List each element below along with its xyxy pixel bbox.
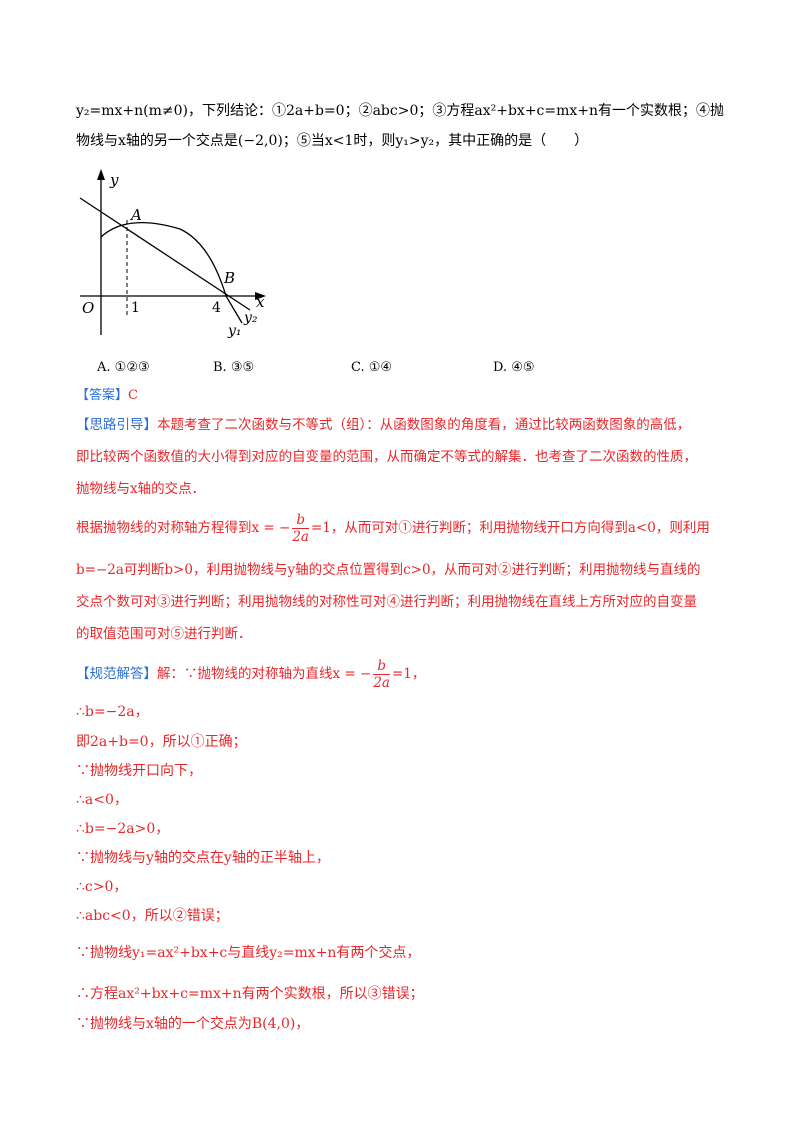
parabola-y1: [100, 221, 243, 324]
answer-tag: 【答案】: [76, 388, 129, 403]
analysis-line-2: 即比较两个函数值的大小得到对应的自变量的范围，从而确定不等式的解集．也考查了二次…: [76, 449, 697, 465]
analysis-line-5: b=−2a可判断b>0，利用抛物线与y轴的交点位置得到c>0，从而可对②进行判断…: [76, 562, 701, 578]
option-d-letter: D.: [493, 360, 508, 375]
solution-line-11: ∴方程ax²+bx+c=mx+n有两个实数根，所以③错误；: [76, 986, 424, 1002]
analysis-text-1: 本题考查了二次函数与不等式（组）：从函数图象的角度看，通过比较两函数图象的高低，: [157, 417, 691, 433]
option-d-text: ④⑤: [511, 360, 535, 375]
analysis-text-4b: =1，从而可对①进行判断；利用抛物线开口方向得到a<0，则利用: [310, 520, 710, 536]
option-c: C. ①④: [351, 360, 392, 375]
x-axis-arrow: [255, 292, 266, 300]
option-c-letter: C.: [351, 360, 365, 375]
solution-line-5: ∴a<0，: [76, 792, 128, 808]
option-a-text: ①②③: [114, 360, 150, 375]
solution-tag: 【规范解答】: [76, 666, 157, 682]
option-c-text: ①④: [368, 360, 393, 375]
analysis-text-4a: 根据抛物线的对称轴方程得到x = −: [76, 520, 291, 536]
tick-label-1: 1: [131, 300, 140, 316]
answer-line: 【答案】C: [76, 386, 138, 406]
option-a: A. ①②③: [97, 360, 150, 375]
analysis-fraction-den: 2a: [292, 529, 309, 545]
point-a-label: A: [129, 206, 142, 224]
option-a-letter: A.: [97, 360, 111, 375]
option-d: D. ④⑤: [493, 360, 535, 375]
solution-line-10: ∵抛物线y₁=ax²+bx+c与直线y₂=mx+n有两个交点，: [76, 945, 421, 961]
solution-line-2: ∴b=−2a，: [76, 704, 149, 720]
x-axis-label: x: [256, 293, 265, 311]
solution-text-1b: =1，: [391, 666, 426, 682]
parabola-y1-label: y₁: [227, 323, 242, 339]
y-axis-arrow: [97, 169, 105, 180]
solution-line-3: 即2a+b=0，所以①正确；: [76, 734, 247, 750]
origin-label: O: [82, 299, 94, 317]
solution-line-8: ∴c>0，: [76, 879, 128, 895]
solution-line-9: ∴abc<0，所以②错误；: [76, 908, 229, 924]
tick-label-4: 4: [212, 300, 221, 316]
line-y2: [79, 197, 251, 311]
question-line-2: 物线与x轴的另一个交点是(−2,0)；⑤当x<1时，则y₁>y₂，其中正确的是（…: [76, 133, 589, 149]
solution-line-4: ∵抛物线开口向下，: [76, 763, 202, 779]
y-axis-label: y: [109, 171, 119, 189]
solution-line-7: ∵抛物线与y轴的交点在y轴的正半轴上，: [76, 850, 330, 866]
analysis-line-7: 的取值范围可对⑤进行判断．: [76, 626, 252, 642]
option-b-text: ③⑤: [230, 360, 255, 375]
solution-text-1a: 解：∵抛物线的对称轴为直线x = −: [157, 666, 372, 682]
function-graph: y x O A B 1 4 y₂ y₁: [79, 169, 266, 339]
analysis-line-6: 交点个数可对③进行判断；利用抛物线的对称性可对④进行判断；利用抛物线在直线上方所…: [76, 594, 697, 610]
option-b-letter: B.: [213, 360, 227, 375]
solution-fraction-num: b: [373, 658, 390, 675]
answer-value: C: [128, 388, 138, 403]
analysis-line-1: 【思路引导】本题考查了二次函数与不等式（组）：从函数图象的角度看，通过比较两函数…: [76, 415, 690, 435]
question-line-1: y₂=mx+n(m≠0)，下列结论：①2a+b=0；②abc>0；③方程ax²+…: [76, 103, 725, 119]
analysis-tag: 【思路引导】: [76, 417, 157, 433]
solution-fraction-den: 2a: [373, 675, 390, 691]
solution-line-6: ∴b=−2a>0，: [76, 821, 170, 837]
analysis-line-3: 抛物线与x轴的交点．: [76, 481, 206, 497]
solution-line-12: ∵抛物线与x轴的一个交点为B(4,0)，: [76, 1016, 310, 1032]
analysis-fraction-num: b: [292, 512, 309, 529]
option-b: B. ③⑤: [213, 360, 254, 375]
line-y2-label: y₂: [243, 310, 258, 326]
point-b-label: B: [223, 269, 235, 287]
